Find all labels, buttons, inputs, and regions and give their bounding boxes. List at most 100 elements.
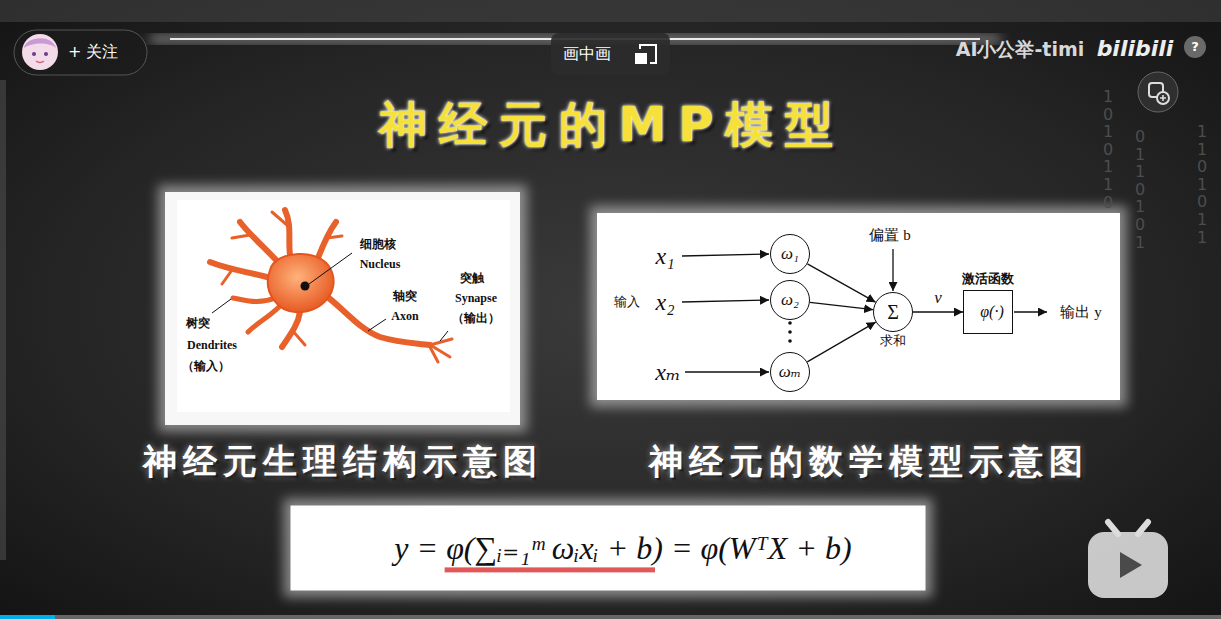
- leader-line: [309, 253, 352, 284]
- ellipsis-dots: [788, 339, 792, 343]
- leader-line: [212, 253, 448, 341]
- node-text: ?: [1191, 40, 1199, 55]
- sum-circle: Σ求和: [873, 292, 913, 332]
- share-icon: [1160, 95, 1166, 101]
- neuron-illustration: [318, 222, 336, 258]
- pip-pill: [551, 33, 670, 75]
- input-symbol: x₁: [656, 243, 675, 270]
- neuron-illustration: [301, 282, 310, 291]
- activation-box: 激活函数φ(·): [963, 290, 1013, 334]
- play-icon: [1120, 552, 1142, 578]
- bias-label: 偏置 b: [869, 226, 910, 245]
- output-label: 输出 y: [1060, 303, 1101, 322]
- neuron-illustration: [268, 254, 334, 312]
- part-label: 细胞核: [360, 236, 396, 253]
- avatar: [22, 34, 58, 70]
- play-icon: [1088, 522, 1168, 598]
- highlight-underline: [445, 567, 655, 572]
- neuron-illustration: [222, 270, 232, 284]
- follow-button: + 关注: [14, 30, 147, 75]
- help-icon: ?: [1184, 36, 1207, 59]
- leader-line: [368, 319, 386, 331]
- neuron-illustration: [285, 210, 290, 255]
- progress-track: [0, 615, 1221, 619]
- panel-glow: [284, 499, 933, 598]
- panel-glow: [590, 206, 1127, 407]
- edge-streak: [0, 80, 6, 560]
- formula-panel: [291, 506, 926, 591]
- formula-box: y = φ(∑ᵢ₌₁ᵐ ωᵢxᵢ + b) = φ(WᵀX + b): [291, 506, 926, 591]
- part-label: （输出）: [452, 310, 500, 327]
- signal-wire: [685, 371, 769, 372]
- neuron-illustration: [248, 306, 280, 332]
- leader-line: [212, 299, 231, 313]
- part-label: 轴突: [393, 288, 417, 305]
- node-text: ω₁: [781, 244, 799, 264]
- slide-title: 神经元的MP模型: [379, 93, 846, 157]
- panel-caption: 神经元生理结构示意图: [143, 439, 543, 485]
- diagram-panel: [597, 213, 1120, 400]
- node-text: ω₂: [781, 290, 799, 310]
- signal-label: v: [932, 289, 944, 308]
- avatar: [32, 52, 36, 56]
- node-text: ωₘ: [779, 362, 801, 382]
- weight-circle: ωₘ: [770, 352, 810, 392]
- share-icon: [1138, 72, 1178, 112]
- node-caption: 求和: [880, 334, 906, 349]
- neuron-illustration: [430, 347, 438, 362]
- avatar: [22, 34, 58, 70]
- signal-connector: [807, 322, 875, 362]
- follow-pill: [14, 30, 147, 75]
- node-text: φ(·): [980, 303, 1004, 321]
- pip-icon: [636, 45, 656, 63]
- ellipsis-dots: [788, 321, 792, 325]
- pip-icon: [636, 54, 646, 63]
- panel-caption: 神经元的数学模型示意图: [649, 439, 1089, 485]
- binary-rain: 0110101: [1132, 128, 1148, 251]
- signal-connector: [913, 311, 963, 312]
- logo-text: bilibili: [1097, 36, 1174, 61]
- signal-wire: [682, 254, 769, 256]
- leader-line: [440, 331, 448, 341]
- node-text: 画中画: [563, 45, 611, 63]
- share-icon: [1157, 92, 1169, 104]
- ellipsis-dots: [788, 321, 792, 343]
- node-text: + 关注: [68, 43, 119, 61]
- signal-wire: [1014, 311, 1047, 312]
- part-label: Nucleus: [360, 257, 401, 272]
- signal-wire: [682, 249, 1047, 372]
- illustration-frame: [177, 200, 510, 412]
- node-text: y = φ(∑ᵢ₌₁ᵐ ωᵢxᵢ + b) = φ(WᵀX + b): [394, 530, 851, 567]
- watermark: AI小公举-timi: [956, 37, 1085, 63]
- node-text: Σ: [887, 301, 899, 324]
- ellipsis-dots: [788, 330, 792, 334]
- play-icon: [1088, 532, 1168, 598]
- weight-circle: ω₁: [770, 234, 810, 274]
- signal-wire: [682, 300, 769, 302]
- input-label: 输入: [614, 293, 640, 311]
- pip-button: 画中画: [551, 33, 670, 75]
- part-label: 突触: [460, 270, 484, 287]
- binary-rain: 1101011: [1194, 123, 1210, 246]
- panel-glow: [158, 185, 527, 432]
- neuron-illustration: [240, 222, 278, 262]
- signal-wire: [892, 249, 893, 291]
- avatar: [44, 52, 48, 56]
- share-icon: [1138, 72, 1178, 112]
- signal-connector: [810, 302, 873, 309]
- node-caption: 激活函数: [962, 272, 1014, 287]
- neuron-illustration: [210, 262, 270, 278]
- part-label: Dendrites: [187, 338, 237, 353]
- input-symbol: xₘ: [655, 358, 680, 386]
- part-label: （输入）: [182, 358, 230, 375]
- part-label: Synapse: [455, 291, 497, 306]
- binary-rain: 1010110: [1100, 88, 1116, 211]
- avatar: [24, 38, 56, 48]
- neuron-illustration: [292, 330, 305, 345]
- neuron-illustration: [210, 210, 452, 362]
- weight-circle: ω₂: [770, 280, 810, 320]
